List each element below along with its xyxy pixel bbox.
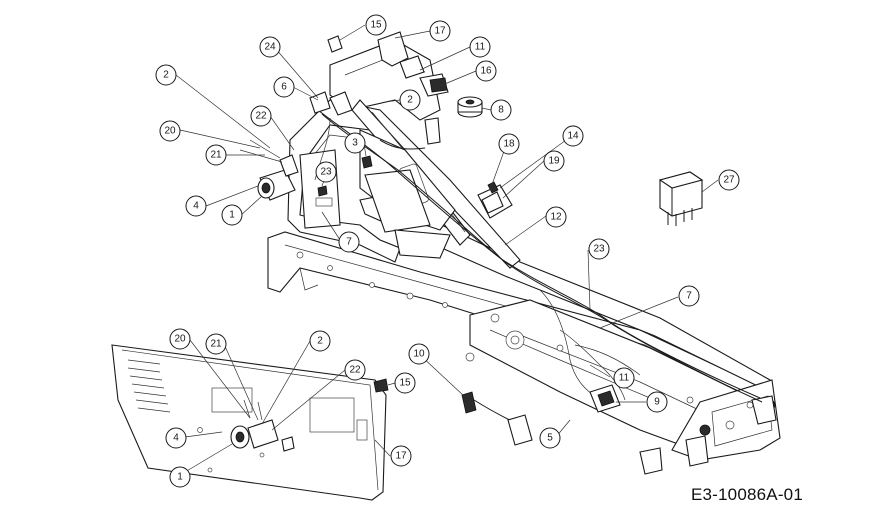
svg-text:3: 3 [352, 138, 358, 149]
callout-18: 18 [498, 133, 520, 155]
callout-19: 19 [543, 150, 565, 172]
svg-text:2: 2 [317, 336, 323, 347]
svg-text:24: 24 [264, 42, 276, 53]
svg-text:17: 17 [434, 26, 446, 37]
callout-11-top: 11 [469, 36, 491, 58]
callout-bubbles: 15 17 11 16 24 2 6 2 8 22 3 18 14 19 20 … [155, 14, 740, 488]
svg-text:1: 1 [177, 472, 183, 483]
svg-text:1: 1 [229, 210, 235, 221]
bolt-3 [361, 155, 373, 169]
callout-11-lower: 11 [613, 367, 635, 389]
callout-3: 3 [344, 132, 366, 154]
cylinder-part [457, 96, 483, 118]
callout-2-upper-left: 2 [155, 64, 177, 86]
callout-17-top: 17 [429, 20, 451, 42]
clip-23 [317, 185, 328, 197]
svg-text:7: 7 [346, 237, 352, 248]
svg-text:14: 14 [567, 131, 579, 142]
callout-20-lower: 20 [169, 328, 191, 350]
callout-22-upper: 22 [250, 105, 272, 127]
svg-text:2: 2 [163, 70, 169, 81]
svg-text:19: 19 [548, 156, 560, 167]
svg-text:22: 22 [349, 365, 361, 376]
svg-text:10: 10 [413, 349, 425, 360]
svg-text:21: 21 [210, 339, 222, 350]
callout-1-lower: 1 [169, 466, 191, 488]
svg-text:27: 27 [723, 175, 735, 186]
callout-16: 16 [475, 60, 497, 82]
callout-15-lower: 15 [394, 372, 416, 394]
connector-24 [329, 91, 353, 116]
callout-24: 24 [259, 36, 281, 58]
svg-text:15: 15 [370, 20, 382, 31]
dash-panel [111, 344, 389, 501]
svg-text:7: 7 [686, 291, 692, 302]
svg-text:21: 21 [210, 150, 222, 161]
callout-4-lower: 4 [165, 427, 187, 449]
svg-text:18: 18 [503, 139, 515, 150]
svg-text:4: 4 [173, 433, 179, 444]
clip-part [327, 35, 343, 53]
svg-text:6: 6 [281, 82, 287, 93]
fuse-holder [461, 391, 533, 446]
connector-6 [309, 91, 331, 114]
callout-21-upper: 21 [205, 144, 227, 166]
callout-7-upper: 7 [338, 231, 360, 253]
svg-text:20: 20 [174, 334, 186, 345]
callout-9: 9 [646, 391, 668, 413]
svg-text:11: 11 [619, 373, 630, 384]
svg-text:17: 17 [395, 451, 407, 462]
callout-2-lower: 2 [309, 330, 331, 352]
svg-text:2: 2 [407, 95, 413, 106]
callout-23-lower: 23 [588, 238, 610, 260]
svg-text:11: 11 [475, 42, 486, 53]
leader-lines [175, 24, 719, 476]
callout-5: 5 [539, 427, 561, 449]
svg-text:23: 23 [593, 244, 605, 255]
callout-6: 6 [273, 76, 295, 98]
svg-text:22: 22 [255, 111, 267, 122]
connector-part [399, 55, 425, 79]
svg-text:4: 4 [193, 201, 199, 212]
callout-12: 12 [545, 206, 567, 228]
callout-15-top: 15 [365, 14, 387, 36]
wiring-harness [314, 109, 763, 403]
svg-text:15: 15 [399, 378, 411, 389]
callout-10: 10 [408, 343, 430, 365]
relay-part [658, 171, 704, 226]
switch-assembly [477, 181, 513, 219]
callout-27: 27 [718, 169, 740, 191]
svg-text:23: 23 [320, 167, 332, 178]
callout-23-upper: 23 [315, 161, 337, 183]
callout-14: 14 [562, 125, 584, 147]
svg-text:5: 5 [547, 433, 553, 444]
svg-text:9: 9 [654, 397, 660, 408]
callout-7-lower: 7 [678, 285, 700, 307]
callout-22-lower: 22 [344, 359, 366, 381]
callout-17-lower: 17 [390, 445, 412, 467]
svg-text:20: 20 [164, 126, 176, 137]
callout-2-center: 2 [399, 89, 421, 111]
ignition-assembly-upper [239, 139, 299, 201]
svg-text:16: 16 [480, 66, 492, 77]
svg-text:8: 8 [498, 105, 504, 116]
callout-21-lower: 21 [205, 333, 227, 355]
callout-1-upper: 1 [221, 204, 243, 226]
svg-text:12: 12 [550, 212, 562, 223]
callout-4-upper: 4 [185, 195, 207, 217]
diagram-code: E3-10086A-01 [690, 485, 803, 504]
callout-20-upper: 20 [159, 120, 181, 142]
callout-8: 8 [490, 99, 512, 121]
seat-switch [589, 384, 621, 413]
plug-connector [419, 73, 449, 97]
